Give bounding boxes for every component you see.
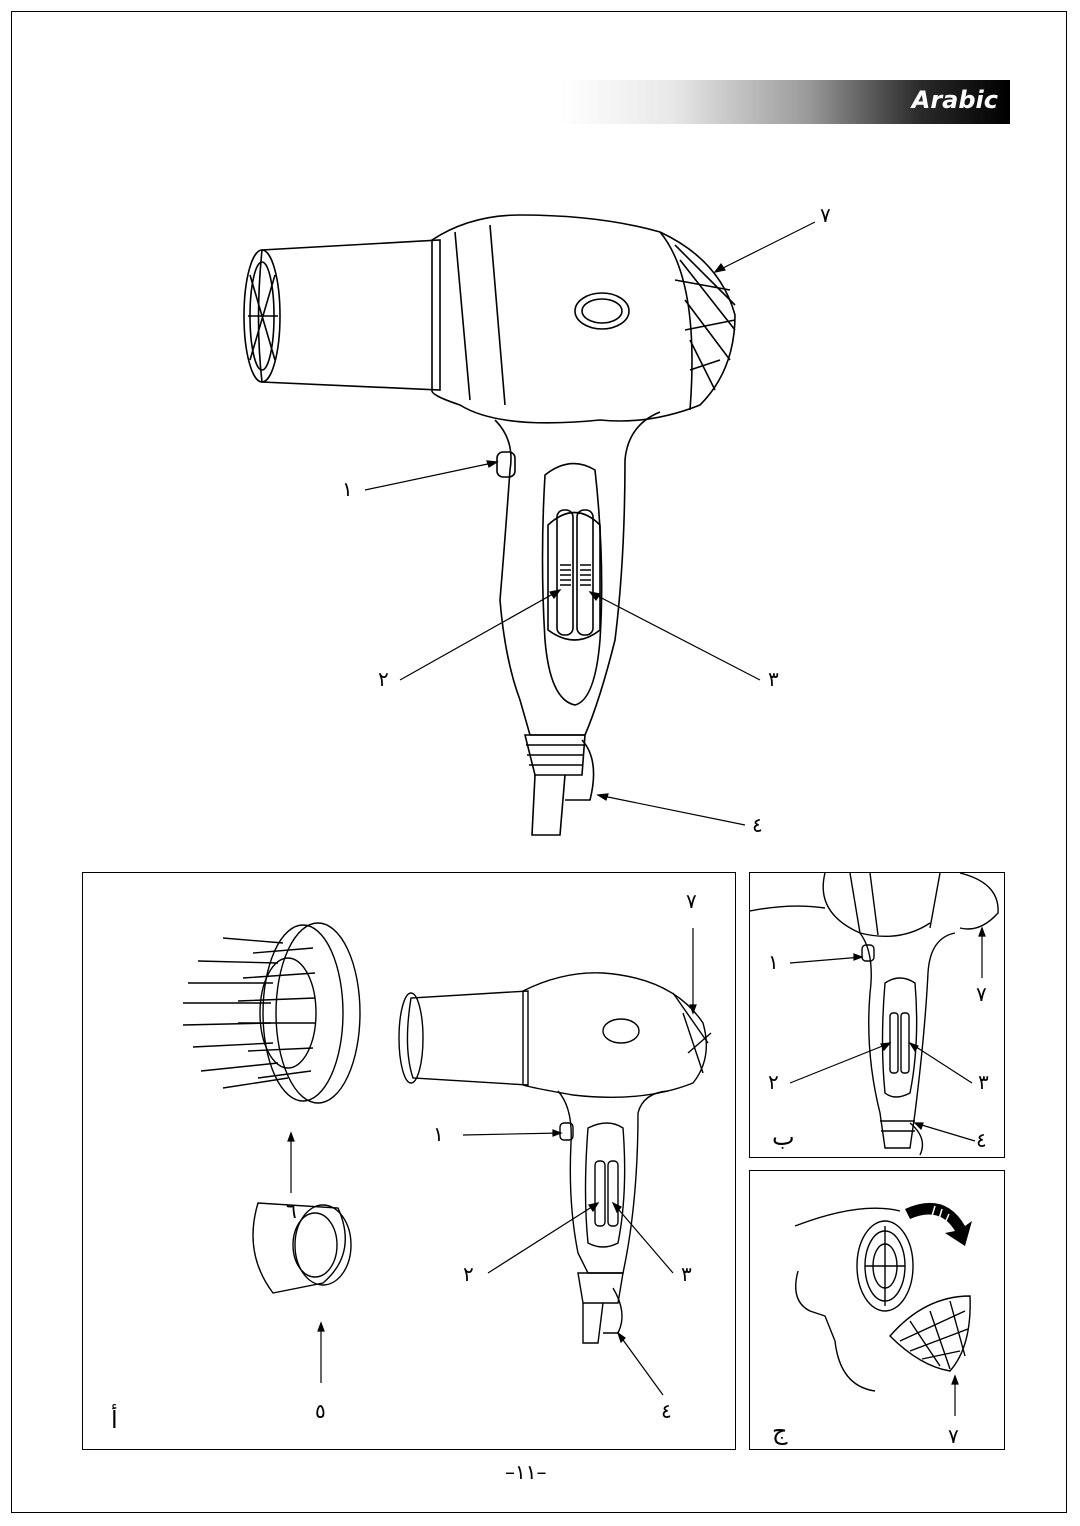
page-border	[11, 11, 1067, 1513]
panel-b-letter: ب	[772, 1123, 795, 1151]
panel-a-callout-1: ١	[433, 1122, 444, 1146]
panel-b-callout-3: ٣	[978, 1070, 989, 1094]
page-number: –١١–	[505, 1460, 547, 1484]
main-callout-4: ٤	[752, 813, 763, 837]
panel-a-callout-2: ٢	[463, 1262, 474, 1286]
language-tab: Arabic	[560, 80, 1010, 124]
main-callout-1: ١	[342, 477, 353, 501]
panel-c-callout-7: ٧	[948, 1424, 959, 1448]
panel-a-callout-3: ٣	[681, 1262, 692, 1286]
panel-a-callout-6: ٦	[286, 1199, 297, 1223]
main-callout-2: ٢	[378, 667, 389, 691]
panel-b-callout-7: ٧	[976, 982, 987, 1006]
panel-a-callout-7: ٧	[686, 889, 697, 913]
panel-c-letter: ج	[772, 1417, 788, 1445]
language-label: Arabic	[911, 86, 998, 114]
panel-a: ٦ ٥ ٧ ١ ٢ ٣ ٤ أ	[82, 872, 736, 1450]
panel-b-callout-1: ١	[768, 950, 779, 974]
panel-b-callout-4: ٤	[976, 1128, 987, 1152]
panel-a-callout-4: ٤	[661, 1399, 672, 1423]
panel-a-letter: أ	[111, 1404, 118, 1434]
panel-b-illustration: ١ ٢ ٣ ٤ ٧ ب	[750, 873, 999, 1156]
panel-c-illustration: ٧ ج	[772, 1202, 972, 1448]
main-callout-7: ٧	[820, 203, 831, 227]
main-callout-3: ٣	[768, 667, 779, 691]
panel-c: ٧ ج	[749, 1170, 1005, 1450]
panel-b-callout-2: ٢	[768, 1070, 779, 1094]
panel-a-callout-5: ٥	[315, 1399, 326, 1423]
panel-b: ١ ٢ ٣ ٤ ٧ ب	[749, 872, 1005, 1158]
panel-a-illustration: ٦ ٥ ٧ ١ ٢ ٣ ٤ أ	[111, 889, 712, 1434]
